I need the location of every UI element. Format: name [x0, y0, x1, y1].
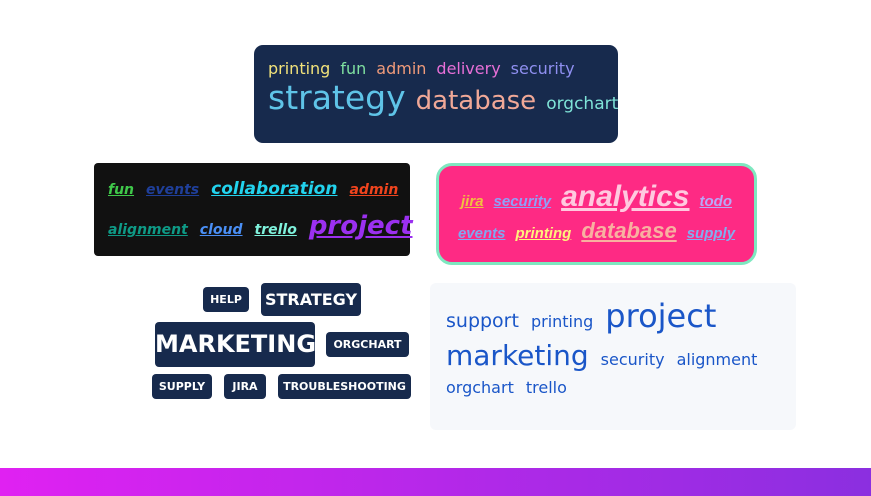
tag-jira[interactable]: jira	[461, 193, 484, 210]
tag-cloud-black: fun events collaboration admin alignment…	[94, 163, 413, 256]
tag-strategy[interactable]: strategy	[261, 283, 361, 316]
tag-strategy[interactable]: strategy	[268, 78, 406, 117]
tag-analytics[interactable]: analytics	[561, 180, 690, 213]
tag-project[interactable]: project	[605, 297, 717, 335]
tag-supply[interactable]: supply	[686, 225, 736, 242]
tag-database[interactable]: database	[581, 218, 677, 243]
tag-help[interactable]: help	[203, 287, 249, 312]
tag-database[interactable]: database	[415, 86, 537, 116]
tag-marketing[interactable]: marketing	[155, 322, 316, 367]
tag-security[interactable]: security	[493, 193, 552, 210]
tag-events[interactable]: events	[457, 225, 506, 242]
tag-cloud-dark-blue: printing fun admin delivery security str…	[254, 45, 618, 143]
tag-cloud-pills: help strategy marketing orgchart supply …	[150, 283, 414, 403]
tag-orgchart[interactable]: orgchart	[446, 378, 514, 397]
tag-security[interactable]: security	[600, 350, 665, 369]
tag-admin[interactable]: admin	[349, 182, 399, 198]
tag-cloud[interactable]: cloud	[199, 222, 243, 238]
tag-printing[interactable]: printing	[515, 225, 572, 242]
tag-trello[interactable]: trello	[525, 378, 567, 397]
tag-trello[interactable]: trello	[254, 222, 297, 238]
tag-collaboration[interactable]: collaboration	[211, 179, 338, 199]
tag-printing[interactable]: printing	[268, 59, 331, 78]
tag-todo[interactable]: todo	[699, 193, 732, 210]
tag-alignment[interactable]: alignment	[108, 222, 188, 238]
tag-cloud-light: support printing project marketing secur…	[430, 283, 796, 430]
tag-printing[interactable]: printing	[530, 312, 594, 331]
tag-security[interactable]: security	[510, 59, 575, 78]
tag-fun[interactable]: fun	[340, 59, 367, 78]
tag-project[interactable]: project	[308, 211, 413, 241]
tag-admin[interactable]: admin	[376, 59, 427, 78]
tag-fun[interactable]: fun	[108, 182, 135, 198]
tag-cloud-pink: jira security analytics todo events prin…	[436, 163, 757, 265]
tag-jira[interactable]: jira	[224, 374, 266, 399]
tag-delivery[interactable]: delivery	[436, 59, 501, 78]
tag-supply[interactable]: supply	[152, 374, 212, 399]
tag-orgchart[interactable]: orgchart	[546, 94, 619, 114]
tag-support[interactable]: support	[446, 310, 519, 332]
gradient-footer-bar	[0, 468, 871, 496]
tag-orgchart[interactable]: orgchart	[326, 332, 409, 357]
tag-events[interactable]: events	[146, 182, 200, 198]
tag-marketing[interactable]: marketing	[446, 339, 589, 372]
tag-troubleshooting[interactable]: troubleshooting	[278, 374, 411, 399]
tag-alignment[interactable]: alignment	[676, 350, 758, 369]
